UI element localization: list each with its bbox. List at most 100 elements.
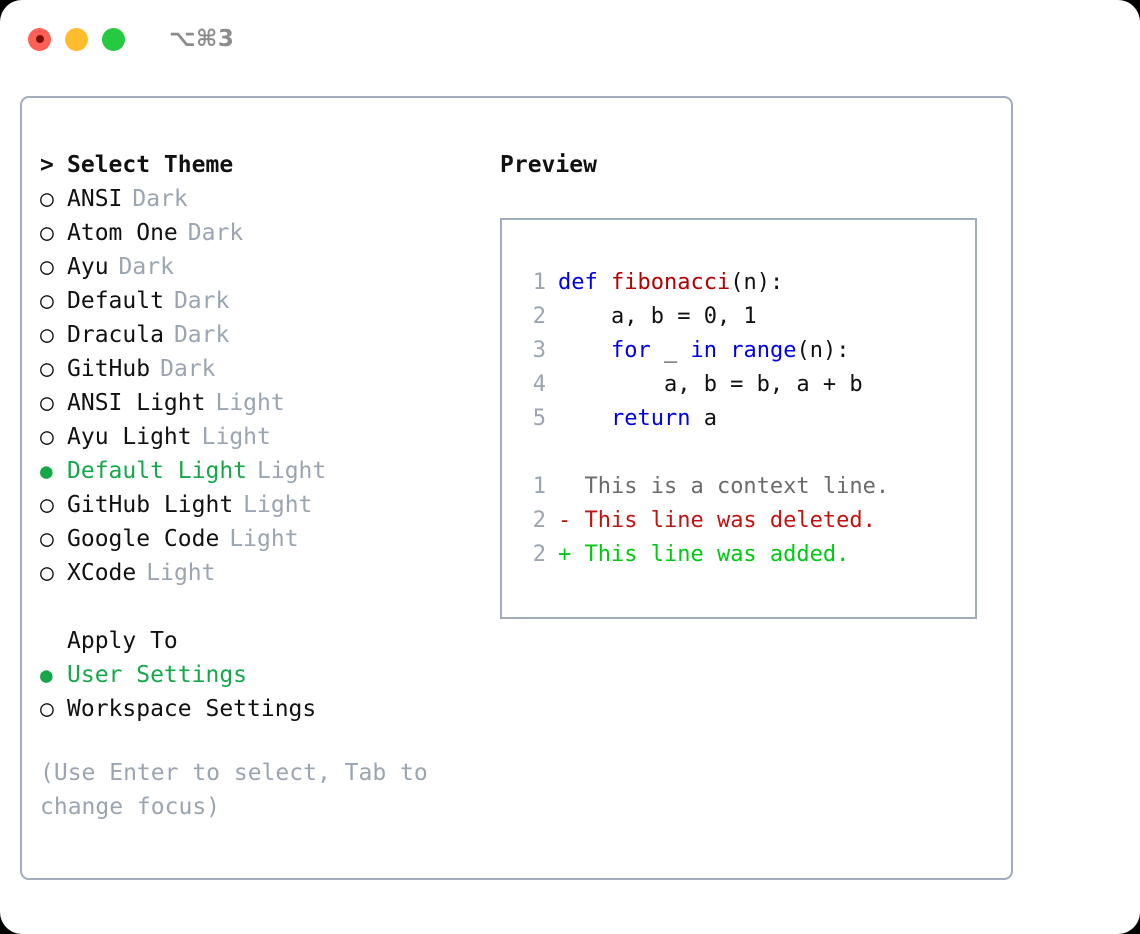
apply-to-item[interactable]: ○ Workspace Settings [40,692,470,726]
code-line-text: for _ in range(n): [558,334,849,368]
radio-unselected-icon[interactable]: ○ [40,526,54,552]
code-token-plain [558,406,611,431]
radio-selected-icon[interactable]: ● [40,459,53,483]
theme-name-label: GitHub [67,356,151,382]
section-spacer [40,590,470,624]
theme-list-item[interactable]: ○ Dracula Dark [40,318,470,352]
theme-name-label: Dracula [67,322,164,348]
apply-to-header: ·Apply To [40,624,470,658]
radio-unselected-icon[interactable]: ○ [40,390,54,416]
diff-line: 1 This is a context line. [516,470,975,504]
code-token-kw: def [558,270,611,295]
radio-selected-icon[interactable]: ● [40,663,53,687]
code-line: 5 return a [516,402,975,436]
apply-to-item[interactable]: ● User Settings [40,658,470,692]
title-bar: ⌥⌘3 [0,0,1140,78]
theme-variant-tag: Light [215,390,285,416]
theme-variant-tag: Dark [173,322,230,348]
code-line-number: 5 [532,406,546,431]
preview-title: Preview [500,152,597,178]
theme-variant-tag: Dark [173,288,230,314]
spacer-marker: · [40,624,67,658]
code-token-plain: (n): [796,338,850,363]
theme-name-label: Atom One [67,220,178,246]
code-line: 4 a, b = b, a + b [516,368,975,402]
theme-list-item[interactable]: ○ Ayu Light Light [40,420,470,454]
apply-to-title: Apply To [67,628,178,654]
code-line-number: 2 [532,304,546,329]
code-token-fn: fibonacci [610,270,731,295]
diff-line: 2+ This line was added. [516,538,975,572]
apply-to-label: Workspace Settings [67,696,317,722]
radio-unselected-icon[interactable]: ○ [40,492,54,518]
code-line-number: 3 [532,338,546,363]
theme-name-label: Ayu [67,254,109,280]
code-line: 1 def fibonacci(n): [516,266,975,300]
radio-unselected-icon[interactable]: ○ [40,696,54,722]
code-token-plain: a, b = 0, 1 [558,304,757,329]
code-token-plain: a [690,406,717,431]
radio-unselected-icon[interactable]: ○ [40,322,54,348]
theme-list-item[interactable]: ○ Atom One Dark [40,216,470,250]
code-line-number: 4 [532,372,546,397]
code-line-text: return a [558,402,717,436]
theme-variant-tag: Dark [187,220,244,246]
theme-variant-tag: Light [243,492,313,518]
select-theme-header: > Select Theme [40,148,470,182]
diff-sign: - [558,508,572,533]
minimize-button[interactable] [65,27,88,51]
theme-list-item[interactable]: ○ XCode Light [40,556,470,590]
theme-list-item[interactable]: ○ Default Dark [40,284,470,318]
theme-variant-tag: Light [229,526,299,552]
keyboard-hint-text: (Use Enter to select, Tab to change focu… [40,760,428,820]
radio-unselected-icon[interactable]: ○ [40,254,54,280]
theme-list-item[interactable]: ○ ANSI Light Light [40,386,470,420]
code-line-text: a, b = 0, 1 [558,300,757,334]
diff-line: 2- This line was deleted. [516,504,975,538]
theme-name-label: Default Light [67,458,248,484]
theme-name-label: XCode [67,560,137,586]
radio-unselected-icon[interactable]: ○ [40,288,54,314]
diff-sign: + [558,542,572,567]
diff-sign [558,470,571,504]
select-theme-title: Select Theme [67,152,234,178]
code-token-kw: for [610,338,651,363]
theme-variant-tag: Light [201,424,271,450]
theme-name-label: GitHub Light [67,492,234,518]
radio-unselected-icon[interactable]: ○ [40,220,54,246]
apply-to-label: User Settings [67,662,248,688]
theme-list-item[interactable]: ○ Google Code Light [40,522,470,556]
close-button[interactable] [28,27,51,51]
theme-variant-tag: Light [146,560,216,586]
theme-list-item[interactable]: ○ GitHub Light Light [40,488,470,522]
theme-name-label: Ayu Light [67,424,192,450]
code-token-plain: _ [650,338,691,363]
radio-unselected-icon[interactable]: ○ [40,560,54,586]
radio-unselected-icon[interactable]: ○ [40,356,54,382]
theme-name-label: ANSI Light [67,390,206,416]
code-token-kw: in [690,338,717,363]
diff-text: This line was deleted. [571,508,876,533]
keyboard-shortcut-label: ⌥⌘3 [169,26,235,52]
caret-icon: > [40,152,54,178]
theme-name-label: Google Code [67,526,220,552]
code-line-number: 1 [532,270,546,295]
diff-line-number: 2 [532,508,546,533]
radio-unselected-icon[interactable]: ○ [40,424,54,450]
theme-name-label: Default [67,288,164,314]
code-line-text: def fibonacci(n): [558,266,783,300]
code-line-text: a, b = b, a + b [558,368,863,402]
code-token-plain [558,338,611,363]
maximize-button[interactable] [102,27,125,51]
radio-unselected-icon[interactable]: ○ [40,186,54,212]
theme-variant-tag: Dark [132,186,188,212]
